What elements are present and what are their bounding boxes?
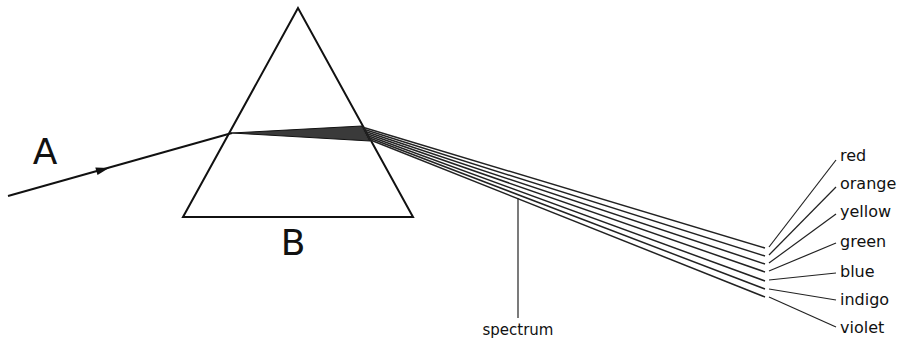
refracted-beam: [232, 126, 370, 141]
colour-label: red: [840, 148, 866, 164]
spectrum-label: spectrum: [483, 323, 554, 338]
colour-label: green: [840, 234, 886, 250]
colour-label: yellow: [840, 204, 891, 220]
colour-label: violet: [840, 320, 884, 336]
prism-outline: [183, 8, 413, 217]
leader-lines: [769, 160, 836, 327]
ray-arrowhead: [95, 167, 109, 175]
colour-label: indigo: [840, 292, 889, 308]
colour-label: blue: [840, 264, 875, 280]
face-label: B: [281, 225, 306, 261]
ray-label: A: [33, 134, 58, 170]
leader-line: [517, 198, 518, 318]
incident-ray: [8, 133, 232, 196]
spectrum-rays: [362, 127, 765, 297]
colour-label: orange: [840, 176, 896, 192]
